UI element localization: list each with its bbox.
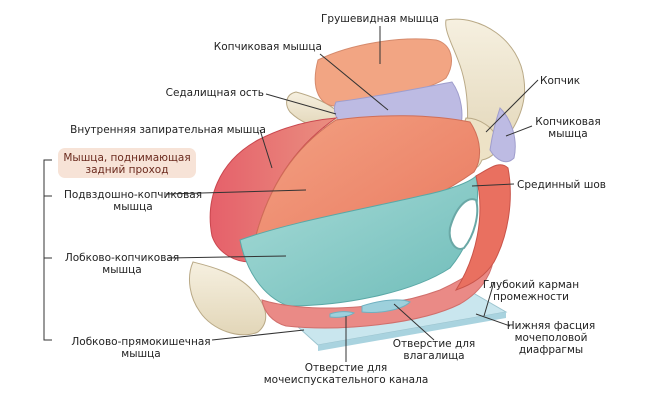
- rectal-opening: [448, 198, 479, 250]
- inferior-fascia-edge: [318, 312, 506, 351]
- label-ischial-spine: Седалищная ость: [165, 87, 264, 99]
- label-pubococcygeus: Лобково-копчиковая мышца: [64, 252, 180, 276]
- leader-coccygeus: [319, 53, 389, 111]
- label-inferior-fascia: Нижняя фасция мочеполовой диафрагмы: [506, 320, 596, 356]
- leader-median-raphe: [471, 183, 515, 187]
- label-coccyx: Копчик: [540, 75, 581, 87]
- label-deep-pouch: Глубокий карман промежности: [482, 279, 580, 303]
- leader-inferior-fascia: [475, 313, 511, 327]
- label-coccygeus-right: Копчиковая мышца: [535, 116, 601, 140]
- label-median-raphe: Срединный шов: [517, 179, 606, 191]
- leader-obturator: [259, 129, 273, 169]
- label-obturator-internus: Внутренняя запирательная мышца: [70, 124, 266, 136]
- leader-lines: [165, 26, 539, 362]
- leader-pubococcygeus: [167, 255, 287, 259]
- right-pelvic-wall: [454, 164, 511, 291]
- levator-ani-highlight: [58, 148, 196, 178]
- leader-deep-pouch: [483, 281, 495, 317]
- label-iliococcygeus: Подвздошно-копчиковая мышца: [63, 189, 203, 213]
- label-vaginal-opening: Отверстие для влагалища: [392, 338, 476, 362]
- leader-coccyx: [485, 79, 539, 133]
- pubic-bone: [189, 261, 267, 336]
- leader-vaginal-opening: [393, 303, 435, 341]
- leader-ischial-spine: [265, 93, 337, 115]
- label-levator-ani: Мышца, поднимающая задний проход: [63, 152, 191, 176]
- leader-iliococcygeus: [165, 189, 307, 195]
- label-coccygeus-muscle: Копчиковая мышца: [213, 41, 322, 53]
- leader-puborectalis: [211, 329, 305, 341]
- label-puborectalis: Лобково-прямокишечная мышца: [71, 336, 211, 360]
- label-urethral-opening: Отверстие для мочеиспускательного канала: [263, 362, 429, 386]
- vaginal-opening-slit: [361, 299, 411, 313]
- label-piriformis: Грушевидная мышца: [321, 13, 439, 25]
- levator-ani-bracket: [43, 159, 52, 341]
- urethral-opening-slit: [329, 311, 356, 318]
- leader-coccygeus-right: [505, 125, 533, 137]
